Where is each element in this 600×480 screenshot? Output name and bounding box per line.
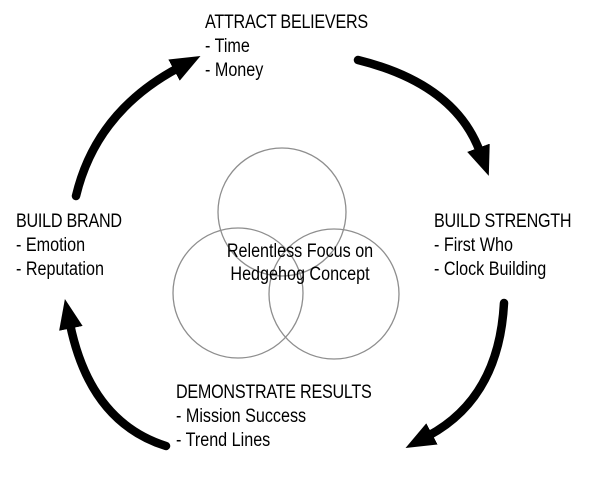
node-item: - Reputation [16, 259, 104, 280]
center-label-line1: Relentless Focus on [226, 241, 374, 262]
arrow-brand-to-believers [71, 55, 201, 201]
node-item: - Mission Success [176, 406, 307, 427]
node-item: - Time [205, 36, 250, 57]
node-title: BUILD STRENGTH [434, 211, 572, 232]
node-title: ATTRACT BELIEVERS [205, 12, 368, 33]
arrow-believers-to-strength [353, 55, 490, 176]
node-item: - First Who [434, 235, 513, 256]
venn-circle-bottom-right [268, 228, 400, 360]
node-build-brand: BUILD BRAND - Emotion - Reputation [16, 210, 122, 282]
node-item: - Clock Building [434, 259, 547, 280]
center-label-line2: Hedgehog Concept [230, 264, 370, 285]
node-item: - Money [205, 60, 264, 81]
node-title: DEMONSTRATE RESULTS [176, 382, 372, 403]
node-demonstrate-results: DEMONSTRATE RESULTS - Mission Success - … [176, 381, 372, 453]
node-build-strength: BUILD STRENGTH - First Who - Clock Build… [434, 210, 572, 282]
arrow-results-to-brand [59, 299, 171, 451]
arrow-strength-to-results [405, 298, 509, 449]
node-attract-believers: ATTRACT BELIEVERS - Time - Money [205, 11, 368, 83]
venn-circle-top [217, 147, 347, 277]
node-item: - Trend Lines [176, 430, 271, 451]
node-title: BUILD BRAND [16, 211, 122, 232]
center-hedgehog-label: Relentless Focus on Hedgehog Concept [227, 240, 373, 286]
node-item: - Emotion [16, 235, 86, 256]
venn-circle-bottom-left [172, 227, 304, 359]
venn-circles [172, 147, 400, 360]
